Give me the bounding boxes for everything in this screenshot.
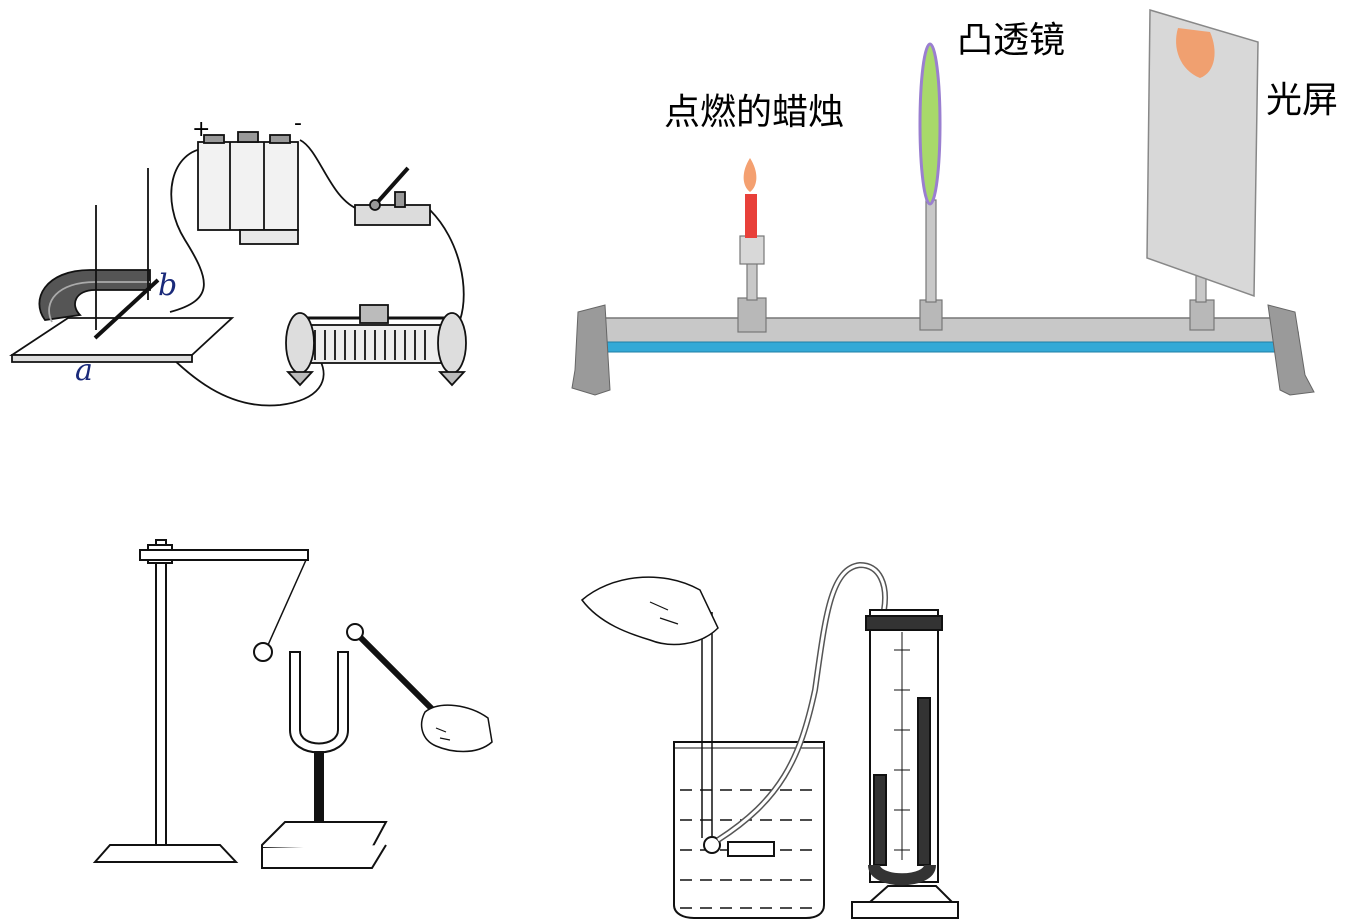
battery bbox=[197, 131, 299, 245]
stand-arm bbox=[139, 549, 309, 561]
label-b: b bbox=[158, 268, 177, 303]
candle-label: 点燃的蜡烛 bbox=[664, 92, 844, 133]
lens-label: 凸透镜 bbox=[957, 20, 1065, 61]
wire-right bbox=[429, 209, 465, 321]
probe-box bbox=[727, 841, 775, 857]
screen-holder bbox=[1189, 267, 1215, 331]
bench-scale-strip bbox=[597, 341, 1287, 353]
stand-base bbox=[92, 844, 239, 863]
lens-holder bbox=[919, 199, 943, 331]
knife-switch bbox=[354, 166, 431, 226]
candle-holder bbox=[737, 235, 767, 333]
minus-sign: - bbox=[294, 111, 302, 136]
circuit-panel: a b + - bbox=[9, 111, 467, 407]
screen-label: 光屏 bbox=[1266, 80, 1338, 121]
candle-body bbox=[745, 194, 757, 238]
light-screen bbox=[1146, 8, 1259, 298]
hand-icon bbox=[420, 704, 493, 753]
tuning-fork-panel bbox=[92, 539, 493, 869]
label-a: a bbox=[75, 353, 93, 388]
image-on-screen bbox=[1176, 28, 1215, 78]
optics-panel: 点燃的蜡烛 凸透镜 光屏 bbox=[571, 8, 1338, 396]
bench-right-foot bbox=[1267, 304, 1315, 396]
magnet-and-board bbox=[9, 168, 235, 363]
sliding-rheostat bbox=[285, 304, 467, 387]
bench-left-foot bbox=[571, 304, 611, 396]
mallet-stick bbox=[352, 629, 438, 715]
wire-left bbox=[169, 147, 209, 313]
pressure-panel bbox=[580, 561, 959, 919]
pendulum-ball bbox=[253, 642, 273, 662]
pendulum-string bbox=[267, 559, 307, 646]
u-tube-manometer bbox=[851, 609, 959, 919]
fork-base bbox=[261, 821, 388, 849]
fork-stem bbox=[314, 751, 324, 825]
stand-pole bbox=[155, 539, 167, 846]
probe-tip bbox=[703, 836, 721, 854]
wire-bottom bbox=[149, 334, 325, 407]
candle-flame-icon bbox=[743, 158, 757, 192]
mallet-ball bbox=[346, 623, 364, 641]
plus-sign: + bbox=[192, 117, 210, 142]
wire-top-right bbox=[299, 139, 361, 211]
tuning-fork bbox=[289, 651, 349, 754]
hand-icon bbox=[580, 576, 719, 646]
probe-rod bbox=[701, 612, 713, 838]
beaker bbox=[673, 741, 825, 919]
convex-lens bbox=[918, 42, 942, 206]
